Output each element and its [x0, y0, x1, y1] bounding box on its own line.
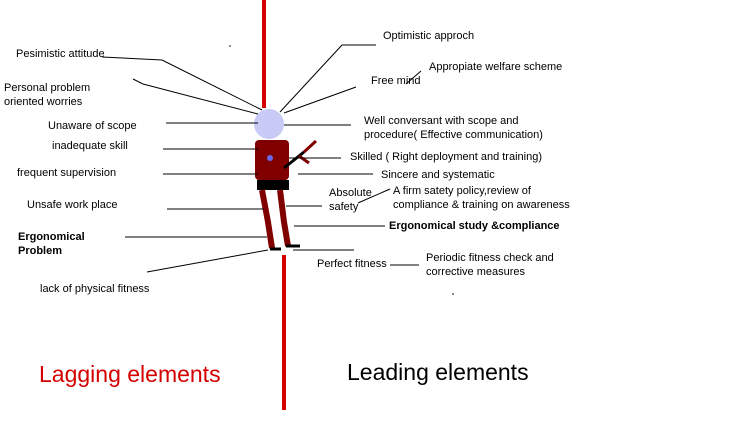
label-ergonomical-problem: Ergonomical Problem — [18, 230, 85, 258]
label-safety-policy-line1: A firm satety policy,review of — [393, 185, 531, 197]
worker-forearm-end — [298, 154, 310, 165]
label-welfare-scheme: Appropiate welfare scheme — [429, 61, 563, 73]
worker-belt — [257, 180, 289, 190]
worker-head — [254, 109, 284, 139]
label-absolute-safety-line1: Absolute — [329, 187, 372, 199]
label-well-conversant-line1: Well conversant with scope and — [364, 115, 519, 127]
label-periodic-fitness-check-line2: corrective measures — [426, 266, 526, 278]
worker-forearm — [302, 139, 318, 154]
label-safety-policy-line2: compliance & training on awareness — [393, 199, 570, 211]
label-ergonomical-problem-line1: Ergonomical — [18, 231, 85, 243]
left-leader-lines — [101, 56, 269, 273]
label-free-mind: Free mind — [371, 75, 421, 87]
heading-leading-elements: Leading elements — [347, 359, 529, 385]
label-ergonomical-study: Ergonomical study &compliance — [389, 220, 560, 232]
label-personal-problem: Personal problem oriented worries — [4, 81, 90, 109]
label-periodic-fitness-check-line1: Periodic fitness check and — [426, 252, 554, 264]
worker-arm — [283, 150, 305, 170]
label-well-conversant-line2: procedure( Effective communication) — [364, 129, 543, 141]
label-absolute-safety: Absolute safety — [329, 186, 372, 214]
label-personal-problem-line2: oriented worries — [4, 96, 83, 108]
label-optimistic-approach: Optimistic approch — [383, 30, 475, 42]
label-personal-problem-line1: Personal problem — [4, 82, 91, 94]
label-unsafe-work-place: Unsafe work place — [27, 199, 118, 211]
label-perfect-fitness: Perfect fitness — [317, 258, 387, 270]
stray-dot — [229, 45, 231, 47]
worker-leg-right — [277, 189, 291, 247]
heading-lagging-elements: Lagging elements — [39, 361, 221, 387]
label-frequent-supervision: frequent supervision — [17, 167, 117, 179]
label-skilled: Skilled ( Right deployment and training) — [350, 151, 542, 163]
stray-dot — [452, 293, 454, 295]
label-periodic-fitness-check: Periodic fitness check and corrective me… — [426, 251, 554, 279]
label-inadequate-skill: inadequate skill — [52, 140, 128, 152]
label-sincere: Sincere and systematic — [381, 169, 495, 181]
right-leader-lines — [279, 44, 422, 266]
worker-leg-left — [259, 189, 275, 249]
worker-hand-dot — [267, 155, 273, 161]
label-well-conversant: Well conversant with scope and procedure… — [364, 114, 543, 142]
label-safety-policy: A firm satety policy,review of complianc… — [393, 184, 570, 212]
worker-figure — [254, 109, 318, 251]
label-lack-of-fitness: lack of physical fitness — [40, 283, 150, 295]
label-ergonomical-problem-line2: Problem — [18, 245, 63, 257]
label-pesimistic-attitude: Pesimistic attitude — [16, 48, 105, 60]
label-absolute-safety-line2: safety — [329, 201, 359, 213]
label-unaware-of-scope: Unaware of scope — [48, 120, 137, 132]
